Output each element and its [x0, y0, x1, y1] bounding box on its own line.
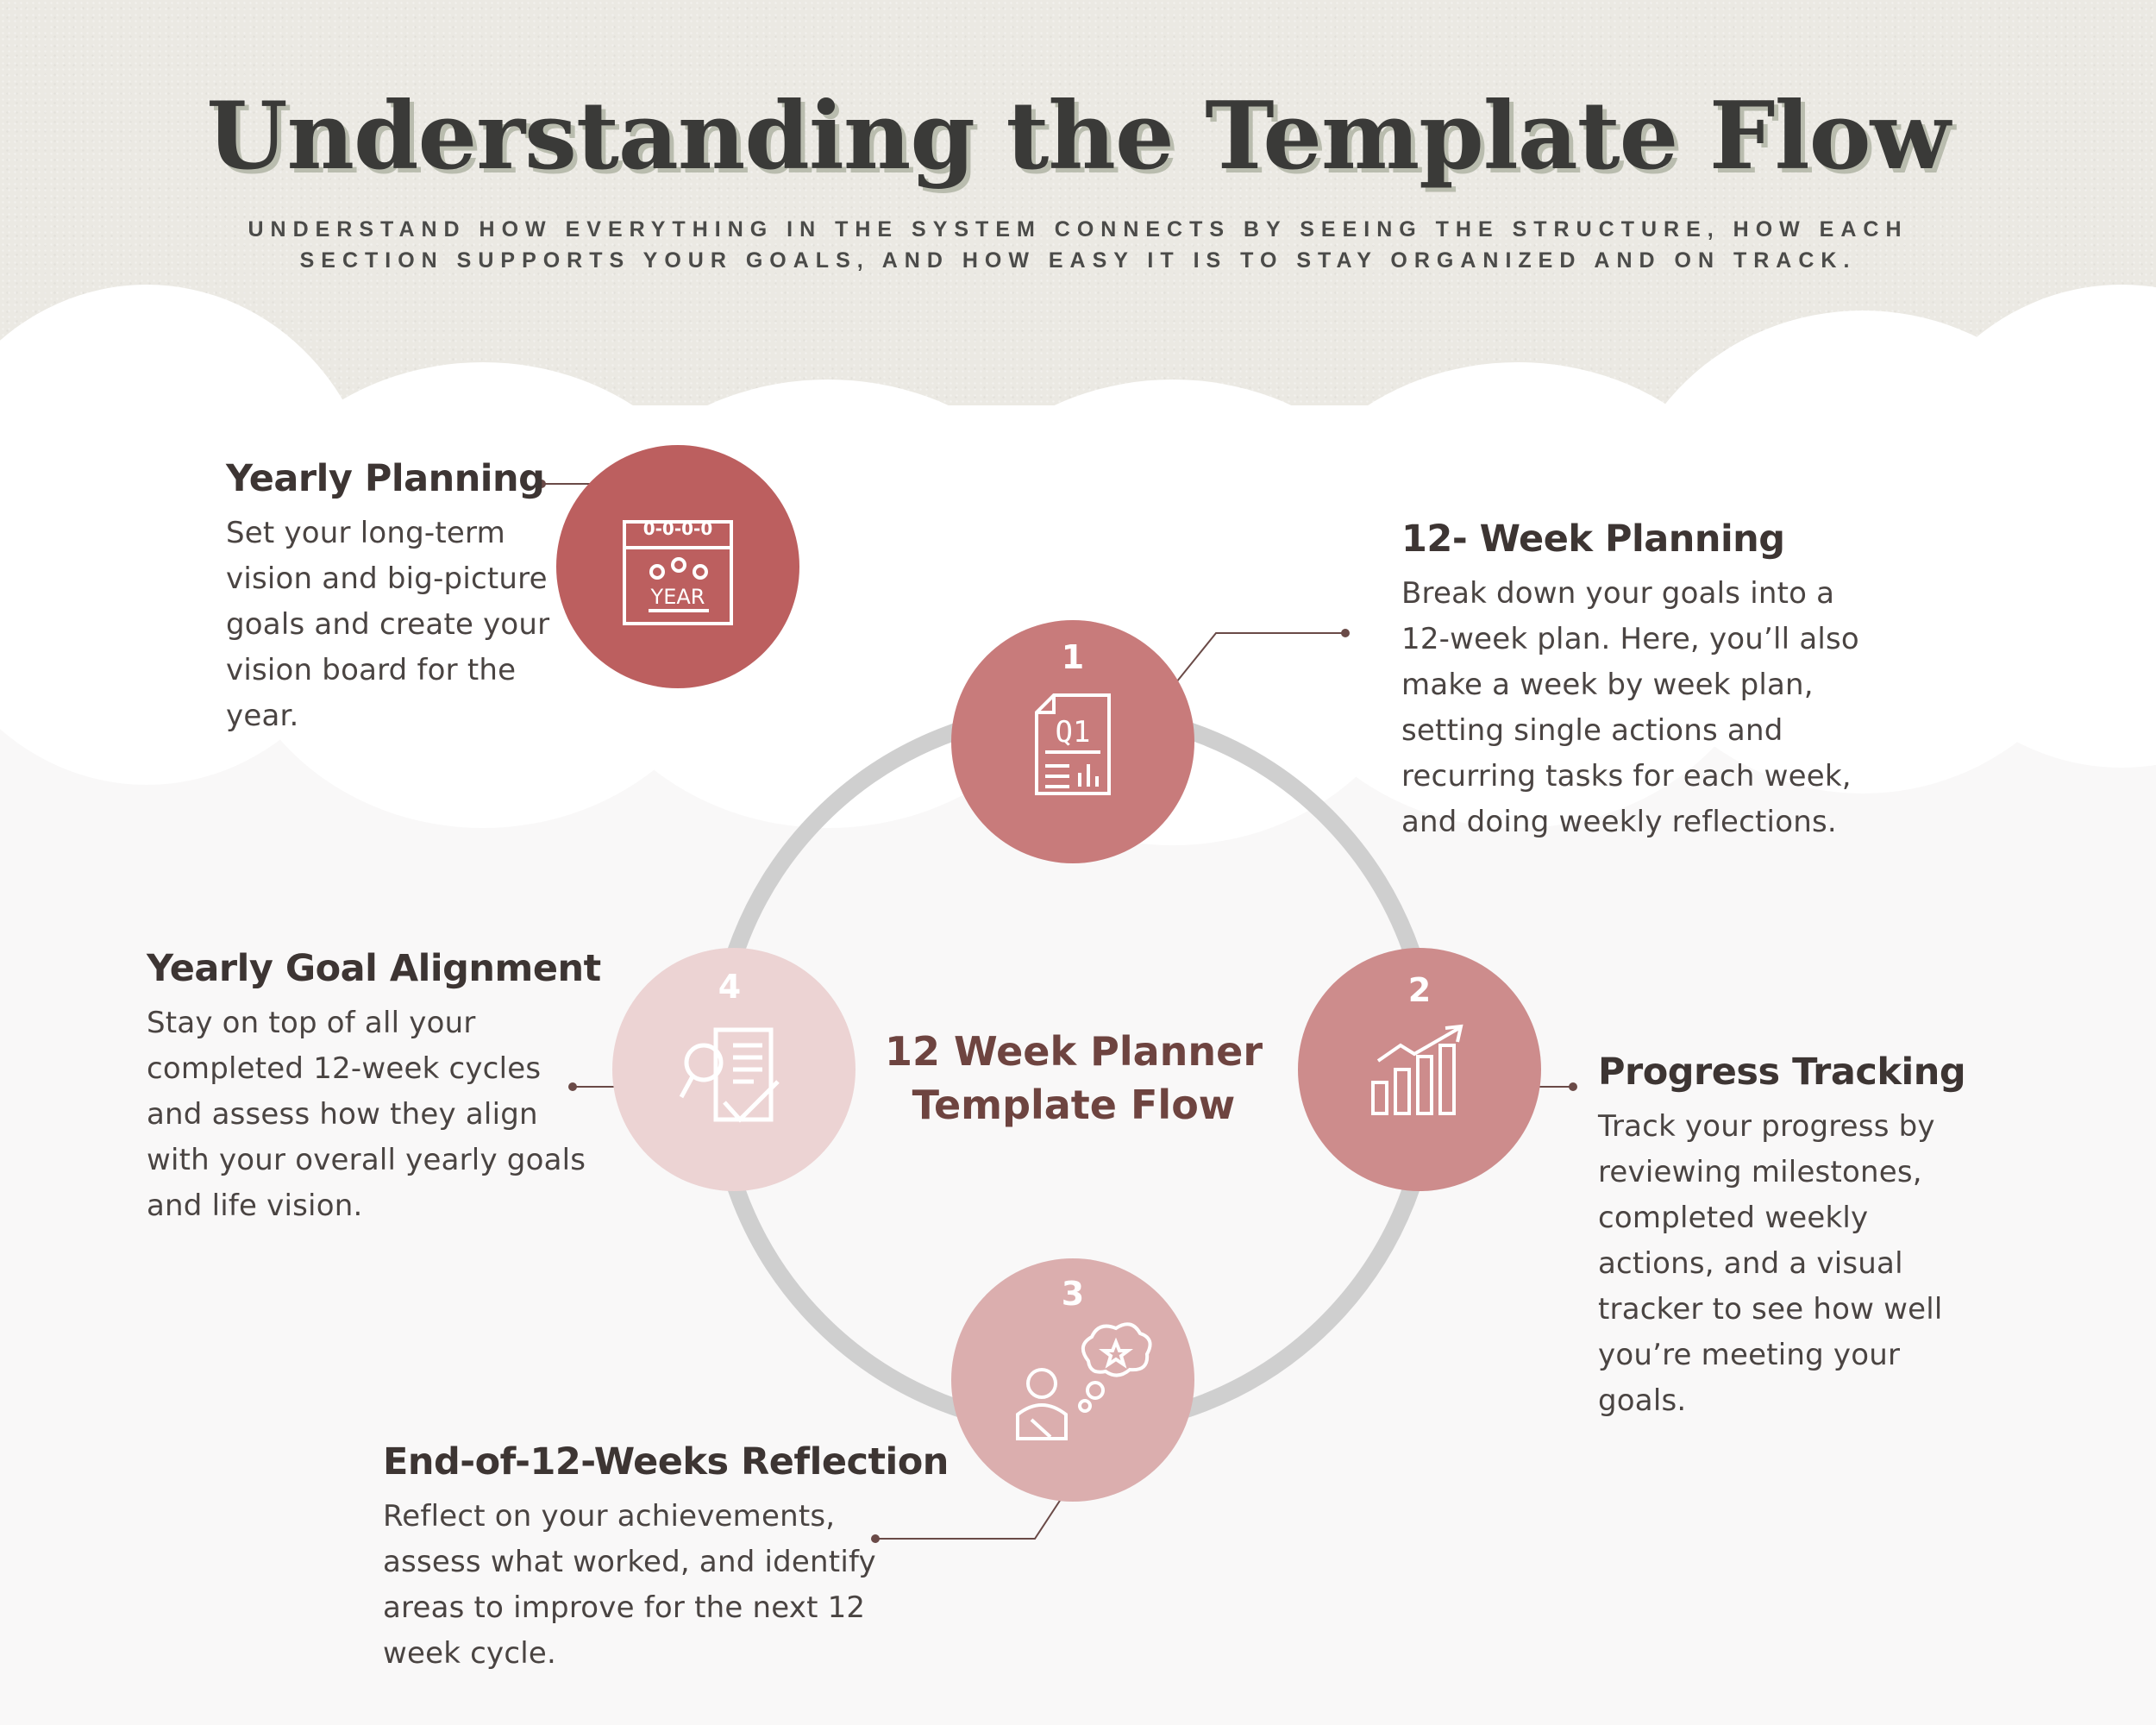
cloud-band [0, 0, 2156, 949]
text-line: completed 12-week cycles [147, 1051, 542, 1086]
connector-dot-step1 [1341, 629, 1350, 637]
step1-number: 1 [1061, 638, 1085, 676]
text-line: Reflect on your achievements, [383, 1499, 836, 1534]
yearly-planning-text: Set your long-term vision and big-pictur… [226, 511, 554, 739]
connector-dot-yearly [537, 480, 546, 488]
connector-dot-step3 [871, 1534, 880, 1543]
year-calendar-icon [623, 520, 733, 625]
year-calendar-year-label: YEAR [650, 585, 705, 609]
yearly-planning-block: Yearly Planning Set your long-term visio… [226, 457, 554, 739]
text-line: vision and big-picture [226, 561, 548, 596]
step2-number: 2 [1407, 971, 1432, 1009]
text-line: tracker to see how well [1598, 1292, 1943, 1327]
step1-text: Break down your goals into a 12-week pla… [1401, 571, 1884, 845]
text-line: week cycle. [383, 1636, 557, 1671]
yearly-planning-heading: Yearly Planning [226, 457, 545, 500]
page-subtitle: UNDERSTAND HOW EVERYTHING IN THE SYSTEM … [248, 217, 1908, 273]
text-line: vision board for the [226, 653, 517, 687]
center-label-line1: 12 Week Planner [884, 1028, 1263, 1075]
center-label-line2: Template Flow [912, 1082, 1236, 1128]
text-line: make a week by week plan, [1401, 668, 1814, 702]
step3-block: End-of-12-Weeks Reflection Reflect on yo… [383, 1440, 949, 1677]
connector-dot-step2 [1569, 1082, 1577, 1091]
text-line: Stay on top of all your [147, 1006, 476, 1040]
step4-text: Stay on top of all your completed 12-wee… [147, 1000, 595, 1229]
step1-heading: 12- Week Planning [1401, 518, 1785, 561]
step3-heading: End-of-12-Weeks Reflection [383, 1440, 949, 1484]
text-line: reviewing milestones, [1598, 1155, 1922, 1189]
text-line: Track your progress by [1598, 1109, 1935, 1144]
text-line: recurring tasks for each week, [1401, 759, 1852, 794]
text-line: areas to improve for the next 12 [383, 1590, 866, 1625]
center-label: 12 Week Planner Template Flow [862, 1025, 1285, 1132]
text-line: year. [226, 699, 299, 733]
text-line: Break down your goals into a [1401, 576, 1835, 611]
header-background [0, 0, 2156, 448]
text-line: and assess how they align [147, 1097, 538, 1132]
text-line: actions, and a visual [1598, 1246, 1903, 1281]
q1-report-icon [1035, 693, 1111, 795]
year-calendar-top-label: 0-0-0-0 [643, 518, 713, 539]
step3-text: Reflect on your achievements, assess wha… [383, 1494, 918, 1677]
step3-number: 3 [1061, 1275, 1085, 1313]
step2-text: Track your progress by reviewing milesto… [1598, 1104, 1960, 1424]
page-title: Understanding the Template Flow [206, 82, 1950, 191]
person-thinking-icon [1016, 1322, 1152, 1440]
connector-step3 [875, 1483, 1072, 1540]
text-line: assess what worked, and identify [383, 1545, 876, 1579]
text-line: setting single actions and [1401, 713, 1783, 748]
step2-heading: Progress Tracking [1598, 1051, 1966, 1094]
document-magnifier-check-icon [679, 1027, 780, 1123]
step4-block: Yearly Goal Alignment Stay on top of all… [147, 947, 601, 1229]
text-line: goals and create your [226, 607, 550, 642]
q1-report-label: Q1 [1056, 715, 1091, 750]
connector-dot-step4 [568, 1082, 577, 1091]
text-line: Set your long-term [226, 516, 505, 550]
step1-block: 12- Week Planning Break down your goals … [1401, 518, 1884, 845]
connector-step1 [1172, 632, 1345, 687]
text-line: with your overall yearly goals [147, 1143, 586, 1177]
step1-circle [951, 620, 1194, 863]
text-line: and doing weekly reflections. [1401, 805, 1837, 839]
bar-chart-growth-icon [1371, 1024, 1463, 1115]
text-line: you’re meeting your [1598, 1338, 1901, 1372]
text-line: 12-week plan. Here, you’ll also [1401, 622, 1859, 656]
text-line: and life vision. [147, 1189, 363, 1223]
text-line: completed weekly [1598, 1201, 1869, 1235]
text-line: goals. [1598, 1383, 1687, 1418]
step4-number: 4 [718, 968, 742, 1006]
step2-block: Progress Tracking Track your progress by… [1598, 1051, 1966, 1424]
yearly-circle [556, 445, 799, 688]
step3-circle [951, 1258, 1194, 1502]
step4-heading: Yearly Goal Alignment [147, 947, 601, 990]
